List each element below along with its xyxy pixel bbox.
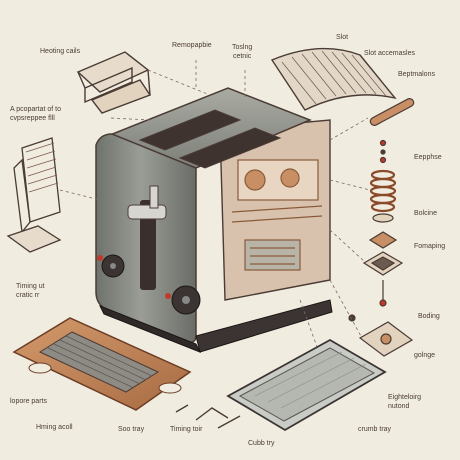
label-removable: Remopapbie: [172, 42, 212, 49]
label-gasket: golnge: [414, 352, 436, 359]
small-lever-parts: [175, 404, 241, 429]
label-slot-accessories: Slot accemasles: [364, 50, 415, 57]
heating-coil-frame: [76, 51, 152, 114]
label-emphase: Eepphse: [414, 154, 442, 161]
label-slot: Slot: [336, 34, 349, 41]
label-crumb-tray-outline: Eighteloirg nutond: [388, 394, 422, 410]
toaster-body: [95, 87, 333, 353]
label-bolt-line: Bolcine: [414, 210, 437, 217]
label-timing-tair: Timing toir: [170, 426, 203, 433]
slot-cover: [270, 47, 397, 111]
label-toasting-chamber: Toslng cetnic: [232, 44, 253, 60]
label-timing-scroll: Hming acoll: [36, 424, 73, 431]
crumb-tray: [226, 338, 387, 432]
label-timing-crumb: Timing ut cratic rr: [16, 283, 45, 299]
leader-lines: [59, 60, 371, 356]
label-crumb-tray: crumb tray: [358, 426, 392, 433]
side-heating-element: [6, 137, 62, 253]
label-lower-parts: lopore parts: [10, 398, 47, 405]
wooden-crumb-board: [12, 317, 192, 411]
label-boding: Boding: [418, 313, 440, 320]
label-heating-coils: Heoting cails: [40, 48, 81, 55]
label-cubb-try: Cubb try: [248, 440, 275, 447]
label-appliance-parts: A pcopartat of to cvpsreppee flll: [10, 106, 61, 122]
label-explanations: Beptmalons: [398, 71, 435, 78]
label-forming: Fomaping: [414, 243, 446, 250]
label-side-tray: Soo tray: [118, 426, 145, 433]
exploded-parts-column: [348, 98, 415, 357]
